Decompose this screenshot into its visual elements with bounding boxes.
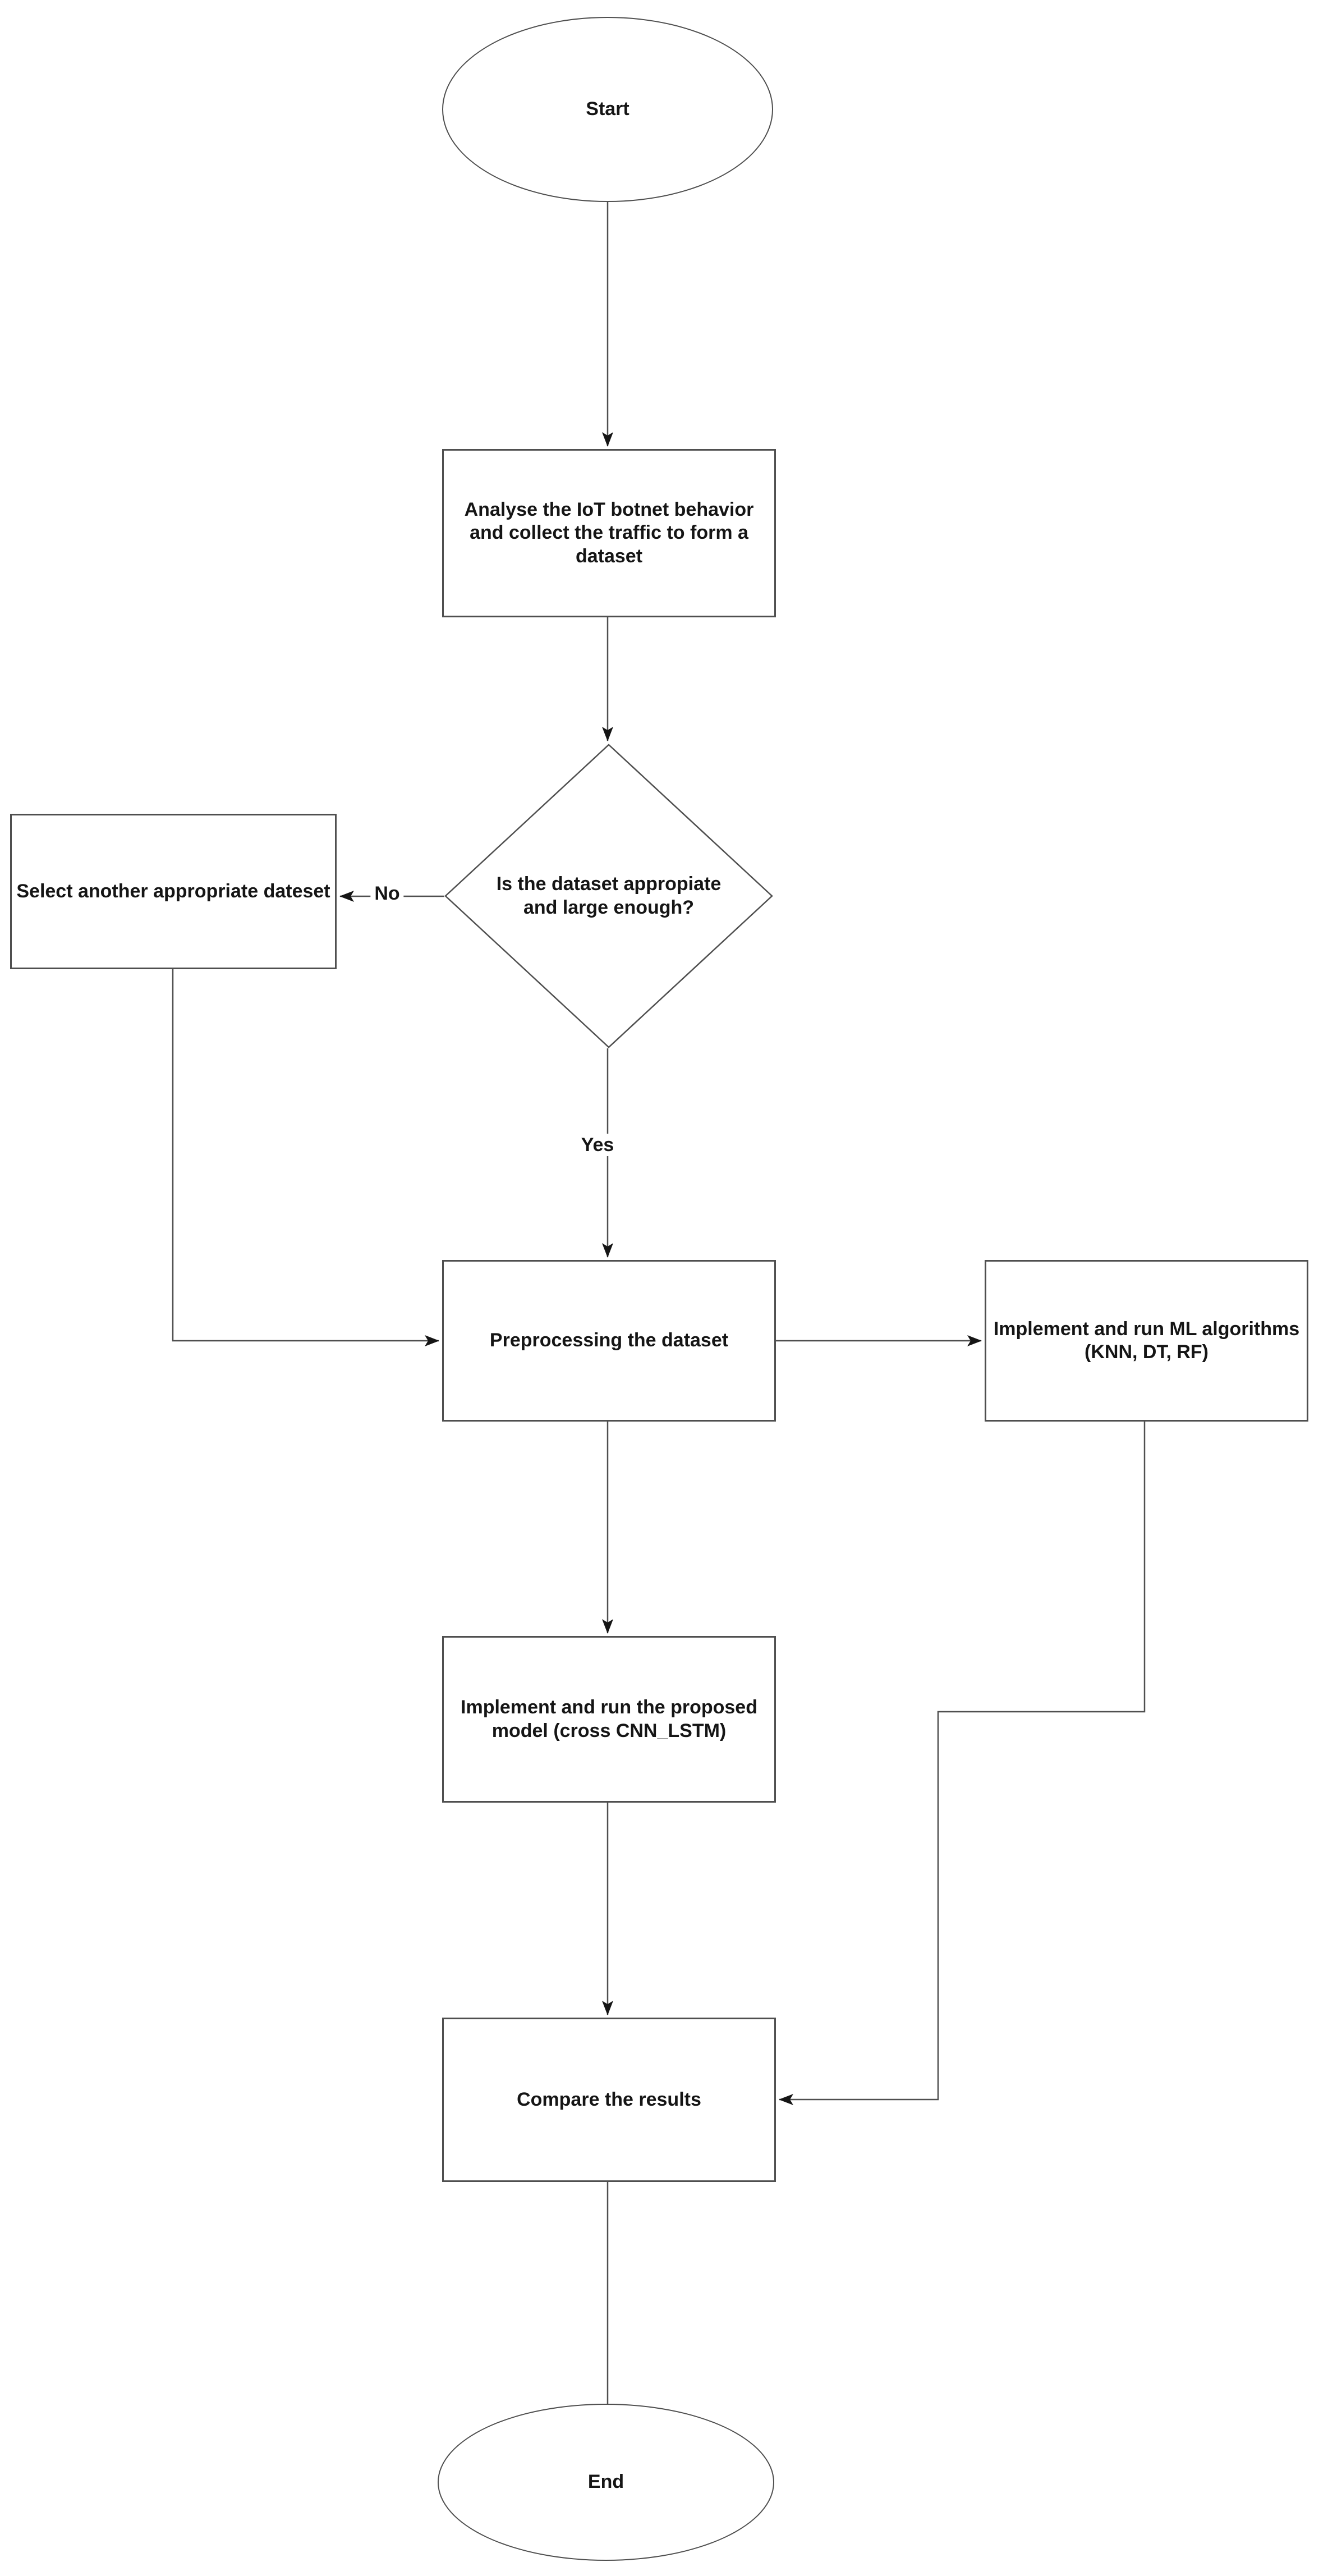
ml-algorithms-label: Implement and run ML algorithms (KNN, DT… (993, 1318, 1300, 1363)
preprocess-process-box: Preprocessing the dataset (442, 1260, 776, 1422)
decision-label: Is the dataset appropiate and large enou… (496, 873, 722, 918)
ml-algorithms-process-box: Implement and run ML algorithms (KNN, DT… (985, 1260, 1308, 1422)
edge-select-to-preprocess (172, 969, 439, 1346)
no-edge-label: No (370, 882, 404, 905)
analyse-label: Analyse the IoT botnet behavior and coll… (464, 498, 754, 567)
end-terminator: End (438, 2404, 774, 2561)
edge-ml-to-compare (779, 1422, 1146, 2105)
decision-diamond: Is the dataset appropiate and large enou… (444, 744, 773, 1048)
start-terminator: Start (442, 17, 773, 202)
compare-results-process-box: Compare the results (442, 2018, 776, 2182)
end-label: End (587, 2471, 624, 2493)
proposed-model-label: Implement and run the proposed model (cr… (461, 1697, 757, 1741)
compare-results-label: Compare the results (517, 2088, 701, 2110)
select-dataset-process-box: Select another appropriate dateset (10, 814, 337, 969)
start-label: Start (586, 98, 629, 120)
diamond-shape (444, 744, 773, 1048)
proposed-model-process-box: Implement and run the proposed model (cr… (442, 1636, 776, 1803)
analyse-process-box: Analyse the IoT botnet behavior and coll… (442, 449, 776, 617)
yes-edge-label: Yes (577, 1134, 618, 1156)
preprocess-label: Preprocessing the dataset (489, 1330, 729, 1351)
select-dataset-label: Select another appropriate dateset (16, 880, 330, 902)
